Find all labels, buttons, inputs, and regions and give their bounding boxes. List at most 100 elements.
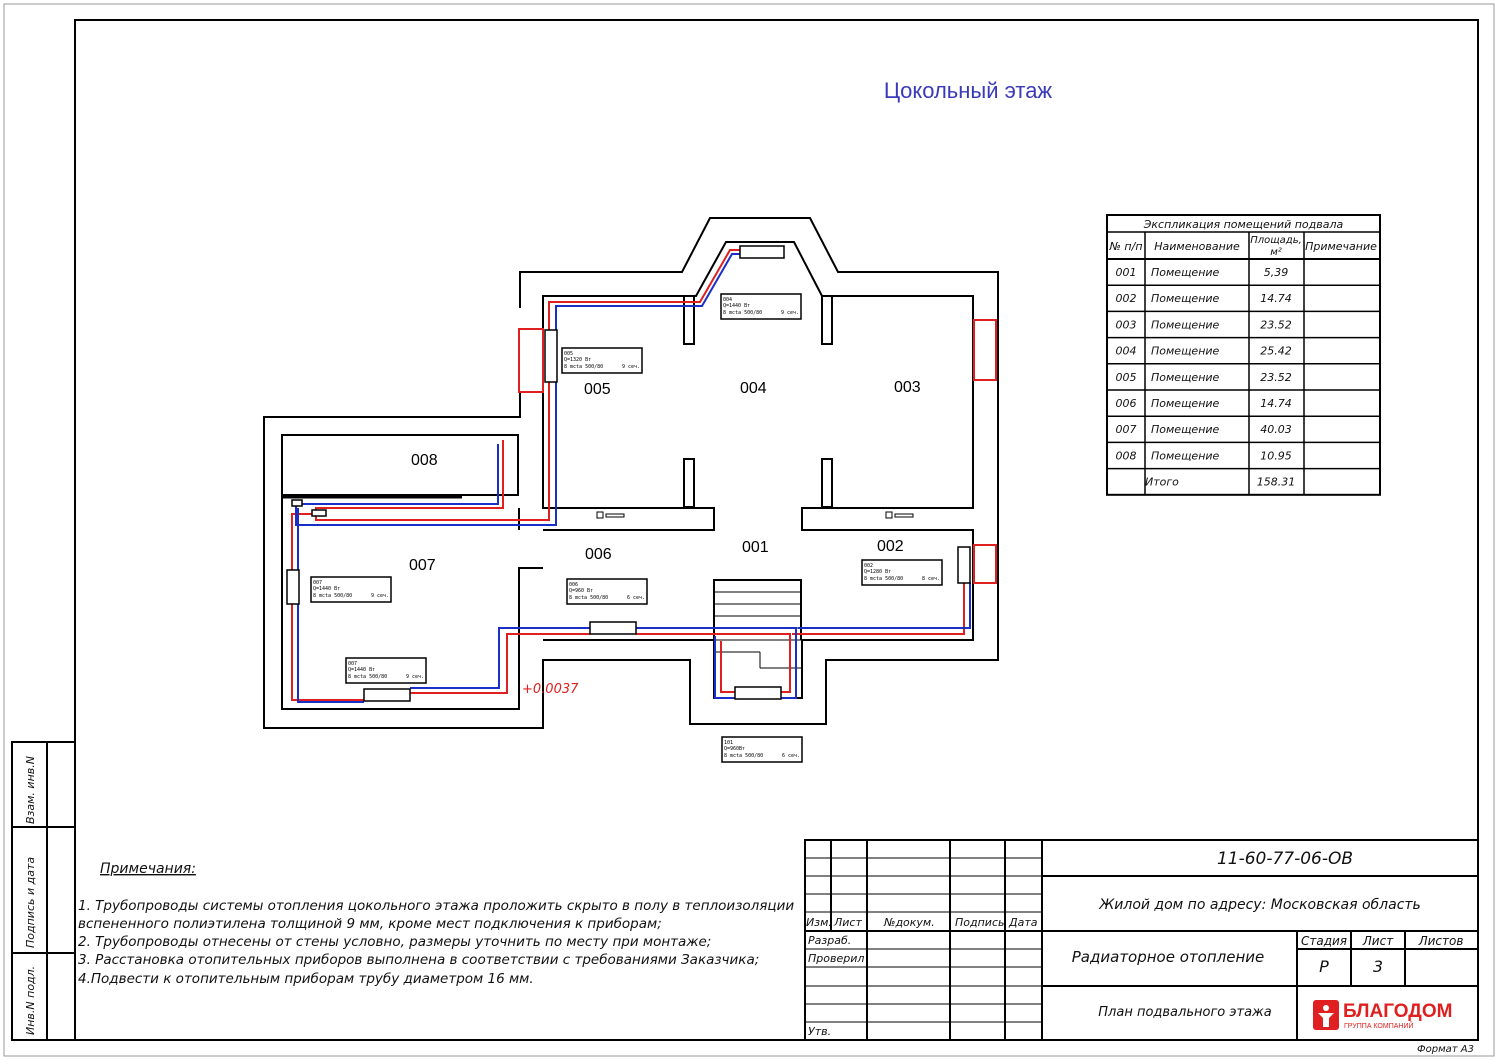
row-number: 008 [1116, 449, 1137, 462]
sheet-name: План подвального этажа [1098, 1005, 1271, 1020]
room-id: 101 [724, 740, 733, 746]
row-area: 14.74 [1260, 292, 1292, 305]
col-sign: Подпись [955, 916, 1004, 929]
note-line-5: 4.Подвести к отопительным приборам трубу… [78, 971, 534, 987]
notes-heading: Примечания: [100, 861, 196, 877]
row-name: Помещение [1151, 318, 1220, 331]
row-number: 001 [1116, 266, 1137, 279]
row-area: 23.52 [1260, 318, 1292, 331]
room-label-008: 008 [411, 452, 438, 469]
row-name: Помещение [1151, 292, 1220, 305]
system-name: Радиаторное отопление [1072, 948, 1264, 966]
stamp-orig-inv: Инв.N подл. [24, 966, 37, 1035]
sheet-value: 3 [1373, 957, 1383, 976]
outer-frame [3, 3, 1495, 1057]
heat-output: Q=1440 Вт [313, 586, 340, 592]
radiator-006 [589, 621, 637, 635]
section-count: 9 сеч. [371, 593, 389, 599]
radiator-007b [363, 688, 411, 702]
doc-code: 11-60-77-06-ОВ [1217, 849, 1353, 869]
sheet-header: Лист [1362, 934, 1394, 948]
radiators [286, 245, 971, 702]
radiator-spec: 8 mcta 500/80 [864, 576, 903, 582]
supply-pipes [291, 249, 965, 701]
section-count: 9 сеч. [406, 674, 424, 680]
row-name: Помещение [1151, 397, 1220, 410]
level-mark: +0.0037 [522, 682, 579, 697]
title-block [804, 839, 1479, 1041]
section-count: 8 сеч. [922, 576, 940, 582]
door-openings [518, 319, 997, 584]
radiator-spec: 8 mcta 500/80 [723, 310, 762, 316]
heat-output: Q=1280 Вт [864, 569, 891, 575]
room-id: 002 [864, 563, 873, 569]
object-address: Жилой дом по адресу: Московская область [1098, 897, 1421, 913]
room-id: 005 [564, 351, 573, 357]
radiator-002 [957, 546, 971, 584]
floor-plan [263, 217, 999, 729]
note-line-3: 2. Трубопроводы отнесены от стены условн… [78, 934, 711, 950]
row-name: Помещение [1151, 345, 1220, 358]
section-count: 9 сеч. [781, 310, 799, 316]
room-label-001: 001 [742, 539, 769, 556]
row-area: 25.42 [1260, 345, 1292, 358]
collector [291, 499, 303, 507]
return-pipes [295, 253, 971, 703]
note-line-1: 1. Трубопроводы системы отопления цоколь… [78, 898, 794, 914]
radiator-007a [286, 569, 300, 605]
radiator-spec: 8 mcta 500/80 [724, 753, 763, 759]
row-number: 006 [1116, 397, 1137, 410]
room-id: 007 [313, 580, 322, 586]
sheet-title: Цокольный этаж [884, 78, 1053, 103]
sheets-header: Листов [1418, 934, 1464, 948]
stage-value: Р [1319, 957, 1329, 976]
radiator-spec: 8 mcta 500/80 [569, 595, 608, 601]
row-name: Помещение [1151, 449, 1220, 462]
explication-title: Экспликация помещений подвала [1143, 218, 1344, 231]
note-line-2: вспененного полиэтилена толщиной 9 мм, к… [78, 916, 662, 932]
role-developer: Разраб. [808, 934, 851, 947]
row-number: 007 [1116, 423, 1137, 436]
room-label-005: 005 [584, 381, 611, 398]
heat-output: Q=1440 Вт [348, 667, 375, 673]
row-number: 005 [1116, 371, 1137, 384]
row-number: 004 [1116, 345, 1137, 358]
row-name: Помещение [1151, 371, 1220, 384]
radiator-spec: 8 mcta 500/80 [564, 364, 603, 370]
side-stamp [11, 741, 76, 1041]
radiator-spec: 8 mcta 500/80 [313, 593, 352, 599]
room-label-006: 006 [585, 546, 612, 563]
sheet-format: Формат А3 [1417, 1044, 1474, 1055]
heat-output: Q=960Вт [724, 746, 745, 752]
header-area-unit: м² [1270, 247, 1282, 258]
stage-header: Стадия [1301, 934, 1347, 948]
section-count: 9 сеч. [622, 364, 640, 370]
col-izm: Изм. [806, 916, 832, 929]
header-cell: Примечание [1305, 240, 1377, 253]
row-area: 14.74 [1260, 397, 1292, 410]
role-checker: Проверил [808, 952, 864, 965]
total-value: 158.31 [1257, 476, 1296, 489]
header-area: Площадь, [1250, 235, 1302, 246]
radiator-001 [734, 686, 782, 700]
room-label-003: 003 [894, 379, 921, 396]
radiator-004 [739, 245, 785, 259]
room-id: 006 [569, 582, 578, 588]
logo-name: БЛАГОДОМ [1343, 1001, 1452, 1022]
row-number: 003 [1116, 318, 1137, 331]
row-area: 5,39 [1264, 266, 1289, 279]
collector-2 [311, 509, 327, 517]
col-date: Дата [1008, 916, 1038, 929]
note-line-4: 3. Расстановка отопительных приборов вып… [78, 952, 759, 968]
inner-frame [74, 19, 1479, 1041]
stamp-sign-date: Подпись и дата [24, 857, 37, 948]
row-area: 10.95 [1260, 449, 1292, 462]
